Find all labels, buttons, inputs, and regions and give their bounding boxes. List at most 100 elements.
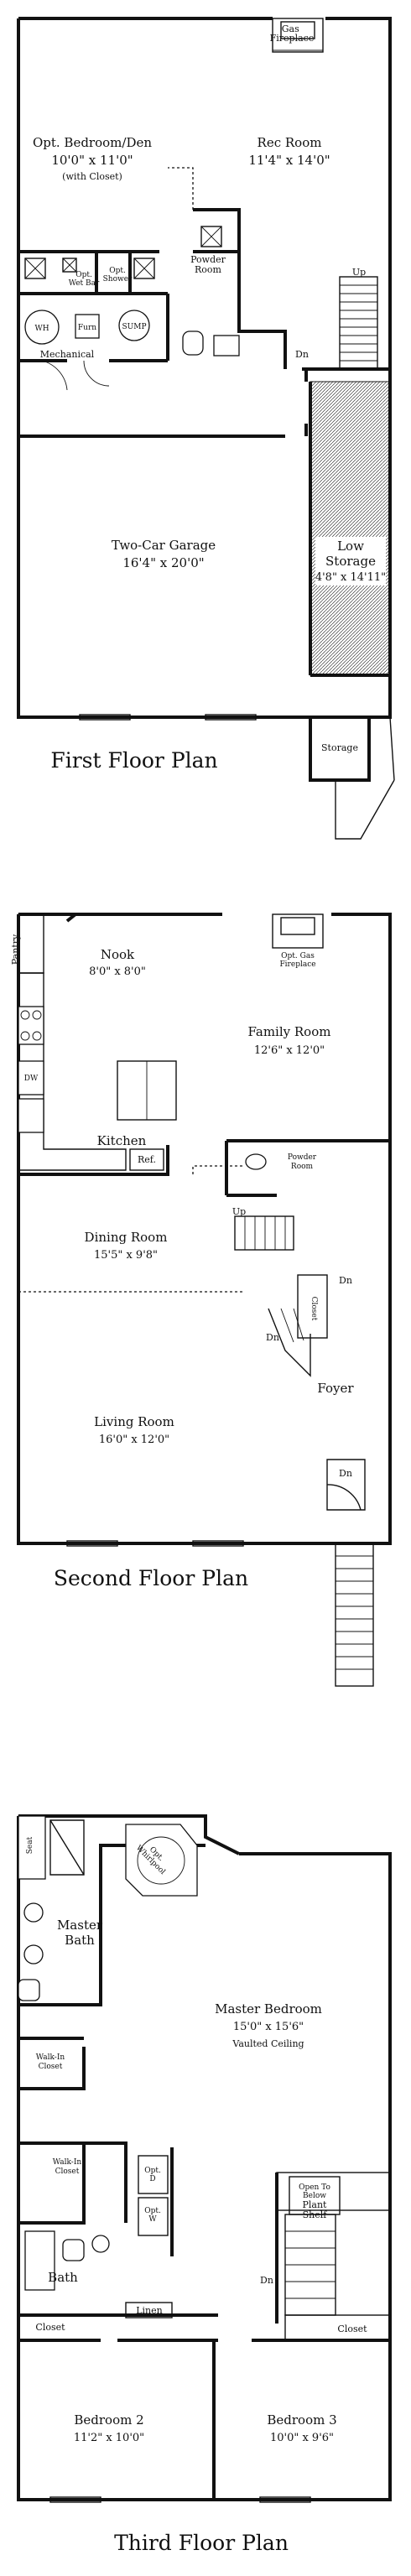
ref-label: Ref.: [138, 1154, 156, 1165]
sump-label: SUMP: [122, 323, 146, 331]
kitchen-label: Kitchen: [97, 1133, 147, 1148]
kitchen-counter: [18, 972, 127, 1171]
opt-bedroom-note: (with Closet): [62, 171, 122, 182]
outside-storage-label: Storage: [321, 742, 358, 753]
exterior-stairs: [335, 1543, 374, 1687]
opt-bedroom-dim: 10'0" x 11'0": [51, 153, 133, 168]
dining-room-dim: 15'5" x 9'8": [94, 1249, 158, 1262]
first-floor-title: First Floor Plan: [50, 748, 217, 773]
bedroom3-label: Bedroom 3: [267, 2412, 336, 2428]
sump-symbol: [118, 310, 150, 341]
opt-shower-label: Opt.Shower: [103, 267, 133, 284]
second-floor-up-label: Up: [232, 1206, 246, 1217]
second-floor-dn-label-3: Dn: [339, 1468, 352, 1479]
linen-label: Linen: [136, 2305, 163, 2316]
opt-washer: [138, 2197, 169, 2236]
third-floor-outer-wall: [17, 1814, 392, 2501]
open-to-below-box: [289, 2176, 341, 2215]
bath-label: Bath: [48, 2270, 78, 2285]
opt-w-label: Opt.W: [144, 2207, 161, 2224]
bedroom2-dim: 11'2" x 10'0": [74, 2432, 144, 2444]
closet-label: Closet: [310, 1297, 318, 1321]
second-floor-title: Second Floor Plan: [54, 1566, 248, 1590]
nook-dim: 8'0" x 8'0": [89, 965, 146, 978]
master-bedroom-dim: 15'0" x 15'6": [233, 2021, 304, 2033]
door-arc: [41, 360, 110, 391]
second-floor-outer-wall: [17, 913, 392, 1545]
third-floor-stairs: [275, 2172, 391, 2324]
bath-tub: [24, 2230, 55, 2291]
family-room-dim: 12'6" x 12'0": [254, 1044, 325, 1057]
outside-storage-wall: [309, 717, 371, 782]
foyer-closet: [297, 1274, 328, 1339]
master-bedroom-label: Master Bedroom: [215, 2001, 322, 2017]
second-floor-dn-label-1: Dn: [339, 1275, 352, 1286]
foyer-label: Foyer: [317, 1381, 354, 1396]
opt-wet-bar-label: Opt.Wet Bar: [69, 271, 100, 288]
whirlpool-tub: [125, 1824, 198, 1897]
pantry-label: Pantry: [10, 934, 21, 965]
bath-toilet: [62, 2239, 85, 2261]
master-toilet: [18, 1979, 40, 2001]
powder-sink-symbol: [245, 1153, 267, 1170]
dw-box: [18, 1060, 44, 1095]
seat-box: [18, 1815, 46, 1880]
opt-dryer: [138, 2155, 169, 2194]
bedroom3-closet: [284, 2314, 391, 2341]
closet-right-label: Closet: [337, 2324, 367, 2334]
vaulted-ceiling-label: Vaulted Ceiling: [232, 2038, 304, 2049]
gas-fireplace-label: Gas Fireplace: [270, 23, 315, 44]
bedroom2-label: Bedroom 2: [74, 2412, 143, 2428]
master-sink-1: [23, 1902, 44, 1923]
nook-label: Nook: [101, 947, 135, 962]
first-floor-up-label: Up: [352, 267, 366, 278]
third-floor-dn-label: Dn: [260, 2275, 273, 2286]
bath-sink: [91, 2235, 110, 2253]
gas-fireplace-symbol: [272, 18, 324, 53]
master-sink-2: [23, 1944, 44, 1965]
third-floor-title: Third Floor Plan: [114, 2531, 289, 2555]
front-door: [326, 1459, 366, 1511]
first-floor-plan: Gas Fireplace Opt. Bedroom/Den 10'0" x 1…: [17, 17, 395, 840]
first-floor-stairs: [339, 276, 378, 370]
cooktop-symbol: [18, 1006, 44, 1045]
first-floor-dn-label: Dn: [295, 349, 309, 360]
furn-label: Furn: [78, 324, 96, 332]
second-floor-stairs: [234, 1215, 311, 1377]
sink-symbol: [213, 335, 240, 356]
garage-dim: 16'4" x 20'0": [122, 555, 204, 570]
dining-room-label: Dining Room: [85, 1230, 168, 1245]
family-room-label: Family Room: [248, 1024, 331, 1039]
garage-windows: [79, 714, 257, 721]
living-room-dim: 16'0" x 12'0": [99, 1434, 169, 1446]
low-storage-dim: 4'8" x 14'11": [315, 571, 386, 584]
garage-label: Two-Car Garage: [112, 538, 216, 553]
linen-closet: [125, 2302, 173, 2318]
furnace-symbol: [75, 314, 100, 339]
rec-room-label: Rec Room: [258, 135, 322, 150]
rec-room-dim: 11'4" x 14'0": [248, 153, 330, 168]
pantry-box: [18, 913, 44, 974]
closet-left-label: Closet: [35, 2322, 65, 2333]
mechanical-label: Mechanical: [40, 349, 95, 360]
refrigerator-box: [129, 1148, 164, 1171]
wh-label: WH: [34, 325, 49, 333]
bedroom3-dim: 10'0" x 9'6": [270, 2432, 334, 2444]
first-floor-x-boxes: [24, 226, 222, 279]
seat-label: Seat: [26, 1836, 34, 1854]
low-storage-hatch: [310, 381, 391, 676]
second-floor-dn-label-2: Dn: [266, 1332, 279, 1343]
opt-d-label: Opt.D: [144, 2167, 161, 2183]
living-room-label: Living Room: [94, 1414, 174, 1429]
